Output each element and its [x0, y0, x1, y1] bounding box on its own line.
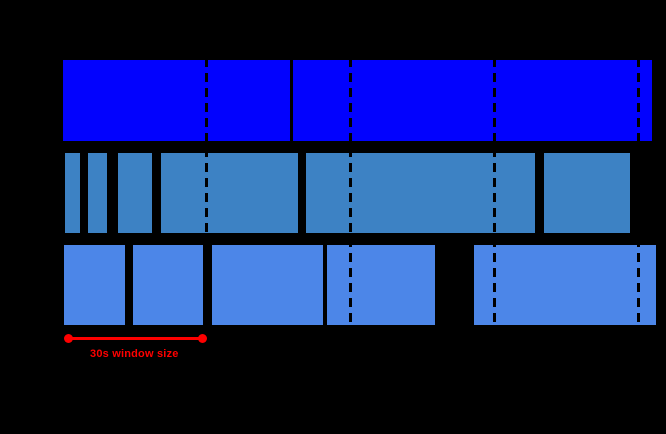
window-boundary-line-0 [205, 58, 208, 328]
window-boundary-line-2 [493, 58, 496, 328]
bar-segment-row-middle-5 [544, 153, 630, 233]
bar-segment-row-top-0 [63, 60, 290, 141]
window-boundary-line-1 [349, 58, 352, 328]
bar-segment-row-middle-4 [306, 153, 535, 233]
bar-segment-row-bottom-1 [133, 245, 203, 325]
bar-segment-row-bottom-0 [64, 245, 125, 325]
window-size-arrow-line [68, 337, 202, 340]
bar-segment-row-bottom-2 [212, 245, 323, 325]
window-size-label: 30s window size [90, 348, 179, 360]
bar-segment-row-middle-0 [65, 153, 80, 233]
window-size-arrow-left-dot [64, 334, 73, 343]
bar-segment-row-middle-2 [118, 153, 152, 233]
bar-segment-row-middle-1 [88, 153, 107, 233]
window-boundary-line-3 [637, 58, 640, 328]
window-size-arrow-right-dot [198, 334, 207, 343]
bar-segment-row-top-1 [293, 60, 652, 141]
bar-segment-row-bottom-3 [327, 245, 435, 325]
bar-segment-row-bottom-4 [474, 245, 656, 325]
bar-segment-row-middle-3 [161, 153, 298, 233]
